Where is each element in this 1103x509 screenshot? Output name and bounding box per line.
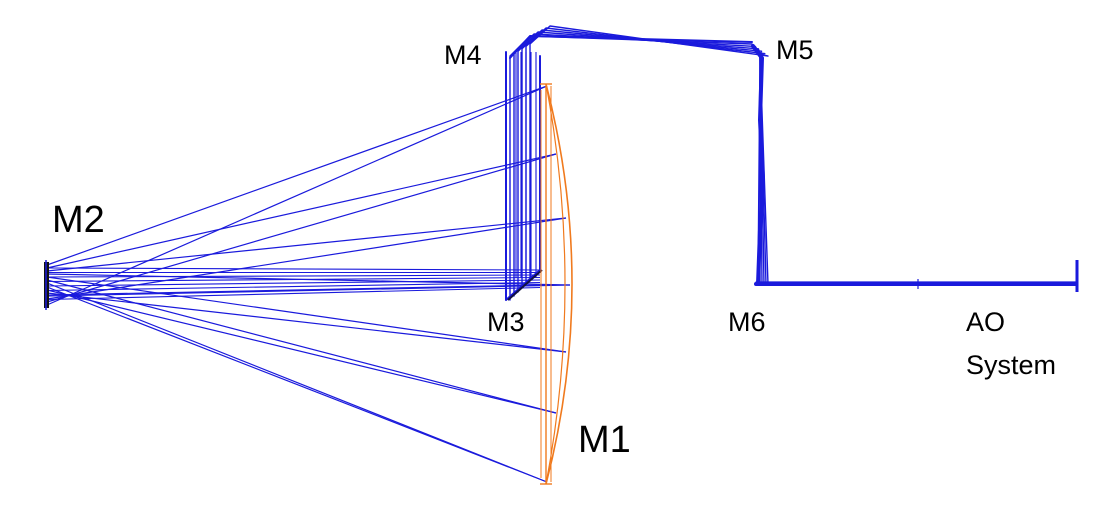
fan-return-ray	[46, 276, 541, 283]
m5-to-m6-beam	[751, 44, 765, 286]
label-m4: M4	[444, 40, 482, 70]
fan-ray	[46, 279, 557, 414]
m3-box-edge	[505, 51, 541, 301]
fan-ray	[46, 217, 567, 300]
beam-ray	[529, 25, 769, 285]
fan-ray	[46, 289, 557, 414]
m4-fold-mirror	[509, 35, 753, 59]
label-m3: M3	[487, 307, 525, 337]
m3-mirror-surface	[507, 269, 543, 301]
fan-return-ray	[46, 286, 541, 301]
fan-ray	[46, 153, 557, 269]
fan-ray	[46, 153, 557, 303]
beam-ray	[517, 31, 763, 293]
m3-fold-mirror	[505, 51, 543, 301]
fan-ray	[46, 217, 567, 272]
fan-ray	[46, 284, 571, 297]
folded-beam-rays	[509, 25, 1078, 301]
m2-secondary-mirror	[44, 260, 49, 310]
m1-outer-curve	[545, 83, 573, 485]
ao-system-input	[917, 260, 1079, 292]
fan-return-ray	[46, 281, 541, 292]
label-m1: M1	[578, 419, 631, 461]
fan-ray	[46, 282, 548, 483]
beam-ray	[509, 35, 761, 301]
beam-ray	[521, 29, 765, 289]
label-m5: M5	[776, 35, 814, 65]
m4-corner-edge	[509, 35, 753, 59]
label-m6: M6	[728, 307, 766, 337]
fan-return-ray	[46, 279, 541, 287]
label-ao-line2: System	[966, 350, 1056, 380]
fan-return-ray	[46, 267, 541, 271]
fan-ray	[46, 286, 548, 483]
fan-return-ray	[46, 284, 541, 296]
m1-to-m2-ray-fan	[46, 85, 571, 483]
label-ao-line1: AO	[966, 307, 1005, 337]
m1-primary-mirror	[540, 83, 573, 485]
fan-ray	[46, 85, 548, 266]
label-m2: M2	[52, 199, 105, 241]
fan-return-ray	[46, 274, 541, 278]
m1-mid-curve	[545, 83, 566, 485]
